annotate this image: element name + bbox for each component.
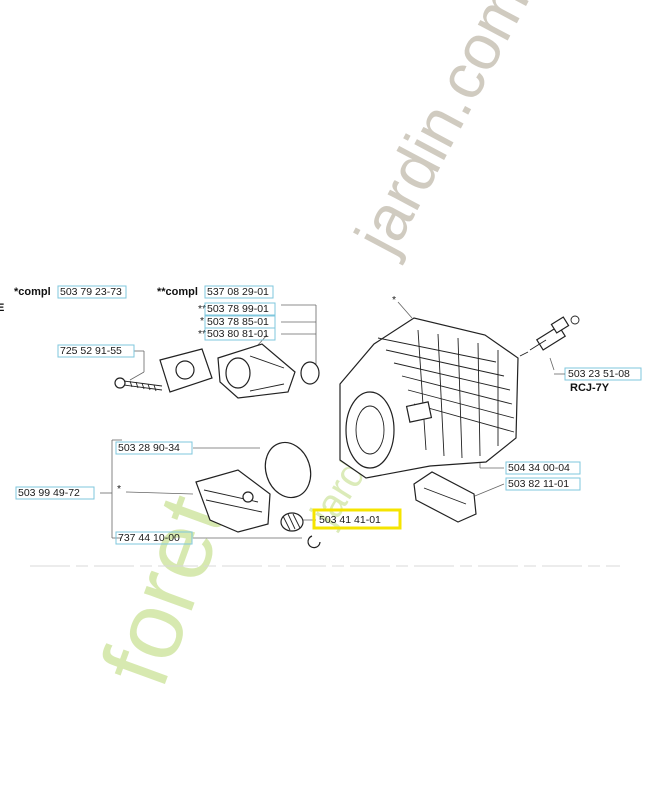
label-503-99-49-72-box [15,486,95,500]
part-circlip [307,535,321,549]
marker-double-1: ** [198,303,206,315]
compl-prefix-2: **compl [157,286,198,298]
marker-single-1: * [200,315,204,327]
marker-single-cylinder: * [392,294,396,306]
label-725-52-91-55[interactable]: 725 52 91-55 [60,345,122,357]
label-rcj-7y: RCJ-7Y [570,382,610,394]
part-spark-plug [519,315,580,357]
label-503-41-41-01[interactable]: 503 41 41-01 [319,514,381,526]
compl-part-1-box [57,285,127,299]
page-edge-mark: E [0,302,4,314]
part-piston [195,469,271,533]
part-o-ring [300,361,320,385]
label-503-23-51-08[interactable]: 503 23 51-08 [568,368,630,380]
label-504-34-00-04-box [505,461,581,475]
marker-double-2: ** [198,328,206,340]
label-504-34-00-04[interactable]: 504 34 00-04 [508,462,570,474]
part-intake-gasket [159,348,213,393]
label-737-44-10-00-box [115,531,193,545]
part-labels: *compl 503 79 23-73 **compl 537 08 29-01… [14,285,642,545]
label-503-78-85-01[interactable]: 503 78 85-01 [207,316,269,328]
label-503-78-99-01[interactable]: 503 78 99-01 [207,303,269,315]
compl-prefix-1: *compl [14,286,51,298]
label-503-82-11-01-box [505,477,581,491]
label-737-44-10-00[interactable]: 737 44 10-00 [118,532,180,544]
label-503-80-81-01-box [204,327,276,341]
part-base-gasket [413,471,477,523]
label-503-78-99-01-box [204,302,276,316]
part-intake-flange [217,343,296,399]
label-503-82-11-01[interactable]: 503 82 11-01 [508,478,569,490]
highlight-box [312,508,402,530]
compl-part-1-label[interactable]: 503 79 23-73 [60,286,122,298]
watermark-brand-top: jardin.com [340,0,543,266]
part-needle-bearing [280,512,304,532]
compl-part-2-box [204,285,274,299]
label-503-80-81-01[interactable]: 503 80 81-01 [207,328,269,340]
part-cylinder [339,317,519,479]
label-503-99-49-72[interactable]: 503 99 49-72 [18,487,80,499]
compl-part-2-label[interactable]: 537 08 29-01 [207,286,269,298]
part-piston-ring [264,441,312,499]
label-503-28-90-34[interactable]: 503 28 90-34 [118,442,180,454]
marker-single-piston: * [117,483,121,495]
label-503-28-90-34-box [115,441,193,455]
label-725-52-91-55-box [57,344,135,358]
part-bolt [114,377,163,392]
